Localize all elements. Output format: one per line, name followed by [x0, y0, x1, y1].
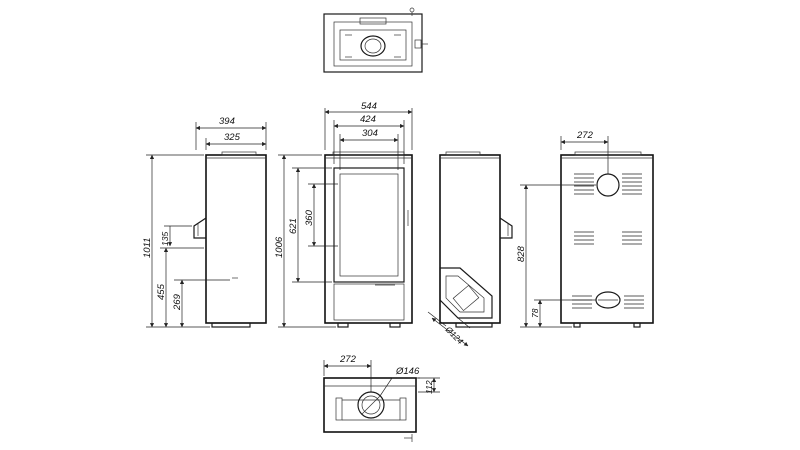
dim-side-inlet-height: 269: [172, 293, 183, 311]
side-right-dimensions: Ø124: [427, 311, 471, 346]
front-view: [324, 151, 413, 328]
dim-top-flue-from-back: 112: [424, 380, 434, 394]
dim-side-total-height: 1011: [142, 238, 153, 258]
dim-side-outlet-height: 455: [156, 283, 167, 300]
top-view-lower: [323, 377, 417, 442]
dim-side-depth-inner: 325: [224, 132, 241, 143]
dim-front-door-height: 621: [288, 218, 299, 234]
dim-front-width: 544: [361, 101, 377, 112]
dim-top-flue-offset: 272: [339, 354, 357, 365]
dim-back-inlet-offset: 78: [530, 308, 540, 318]
dim-front-door-width: 424: [360, 114, 376, 125]
dim-back-flue-height: 828: [516, 245, 527, 262]
dim-front-glass-height: 360: [304, 209, 315, 226]
dim-back-flue-offset: 272: [576, 130, 594, 141]
front-dimensions: 544 424 304 1006 621 360: [274, 101, 413, 328]
side-view-right: [439, 151, 513, 328]
dim-side-handle-offset: 135: [160, 232, 170, 246]
top-view-lower-dimensions: 272 Ø146 112: [323, 354, 440, 397]
top-plan-view-upper: [323, 7, 428, 73]
side-view-left: [193, 151, 267, 328]
dim-side-depth-outer: 394: [219, 116, 235, 127]
back-dimensions: 272 828 78: [516, 130, 609, 328]
dim-front-glass-width: 304: [362, 128, 378, 139]
dim-top-flue-diameter: Ø146: [395, 366, 420, 377]
dim-front-height: 1006: [274, 236, 285, 258]
side-left-dimensions: 394 325 1011 135 455 269: [142, 116, 267, 328]
back-view: [560, 151, 654, 328]
